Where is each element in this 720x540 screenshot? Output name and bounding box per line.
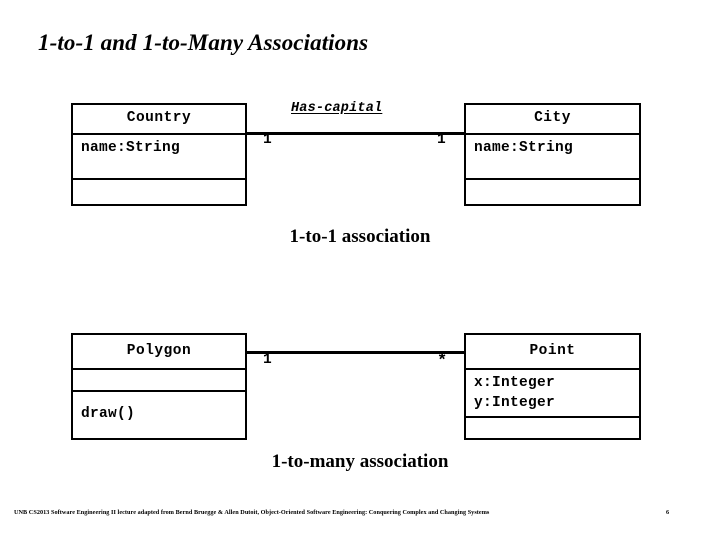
multiplicity-country-end: 1 [263,132,272,148]
caption-one-to-one: 1-to-1 association [289,226,431,247]
association-label-has-capital: Has-capital [291,101,383,116]
page-title: 1-to-1 and 1-to-Many Associations [38,30,369,55]
class-operations-point [466,418,639,438]
uml-class-country[interactable]: Country name:String [71,103,247,206]
multiplicity-point-end: * [437,352,448,371]
caption-one-to-many: 1-to-many association [271,451,449,472]
footer-citation: UNB CS2013 Software Engineering II lectu… [14,509,490,516]
uml-class-polygon[interactable]: Polygon draw() [71,333,247,440]
class-name-city: City [466,105,639,135]
attribute-row: y:Integer [474,394,556,411]
attribute-row: x:Integer [474,375,556,391]
class-name-country: Country [73,105,245,135]
uml-class-point[interactable]: Point x:Integer y:Integer [464,333,641,440]
class-name-polygon: Polygon [73,335,245,370]
class-operations-polygon: draw() [73,392,245,438]
class-attributes-city: name:String [466,135,639,180]
attribute-row: name:String [81,140,181,156]
footer-page-number: 6 [666,509,670,516]
association-line-has-capital [247,132,464,135]
association-line-polygon-point [247,351,464,354]
multiplicity-polygon-end: 1 [263,352,272,368]
uml-class-city[interactable]: City name:String [464,103,641,206]
attribute-row: name:String [474,140,574,156]
class-attributes-polygon [73,370,245,392]
multiplicity-city-end: 1 [437,132,446,148]
class-operations-country [73,180,245,204]
class-attributes-point: x:Integer y:Integer [466,370,639,418]
class-attributes-country: name:String [73,135,245,180]
class-operations-city [466,180,639,204]
operation-row: draw() [81,406,136,423]
class-name-point: Point [466,335,639,370]
